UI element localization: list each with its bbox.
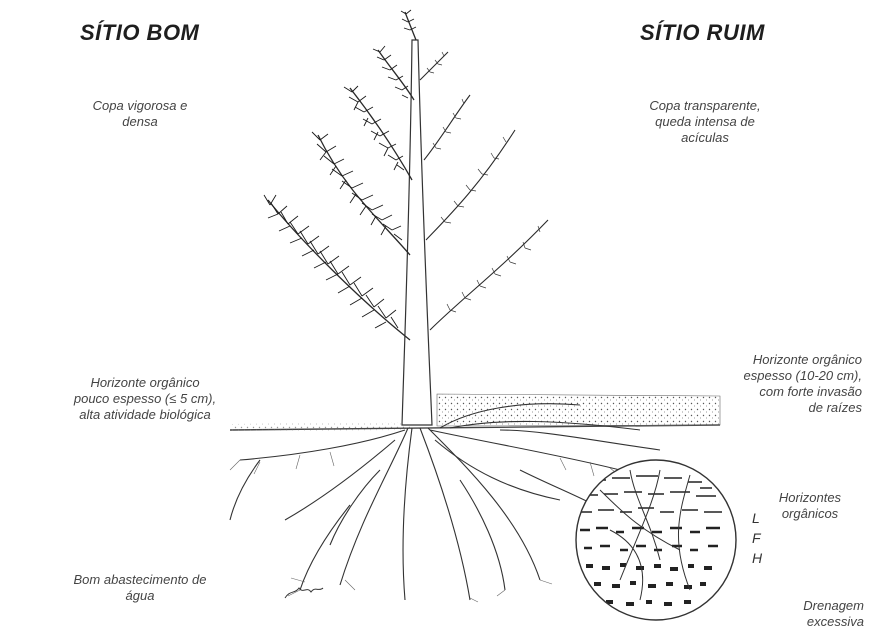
title-good-site: SÍTIO BOM xyxy=(80,20,199,46)
title-bad-site: SÍTIO RUIM xyxy=(640,20,765,46)
horizon-letter-h: H xyxy=(752,550,762,566)
scribble xyxy=(285,588,323,598)
label-bad-crown: Copa transparente, queda intensa de acíc… xyxy=(620,98,790,146)
horizon-letter-f: F xyxy=(752,530,761,546)
thin-organic-layer xyxy=(232,422,410,431)
label-good-water: Bom abastecimento de água xyxy=(50,572,230,604)
label-organic-horizons: Horizontes orgânicos xyxy=(760,490,860,522)
label-good-crown: Copa vigorosa e densa xyxy=(60,98,220,130)
label-bad-organic: Horizonte orgânico espesso (10-20 cm), c… xyxy=(650,352,862,416)
fine-roots xyxy=(230,452,620,602)
dense-needles xyxy=(264,10,416,328)
horizon-letter-l: L xyxy=(752,510,760,526)
label-bad-drainage: Drenagem excessiva xyxy=(760,598,864,630)
magnified-horizons xyxy=(576,460,736,620)
sparse-branches xyxy=(420,52,548,330)
label-good-organic: Horizonte orgânico pouco espesso (≤ 5 cm… xyxy=(40,375,250,423)
sparse-needles xyxy=(427,52,540,312)
